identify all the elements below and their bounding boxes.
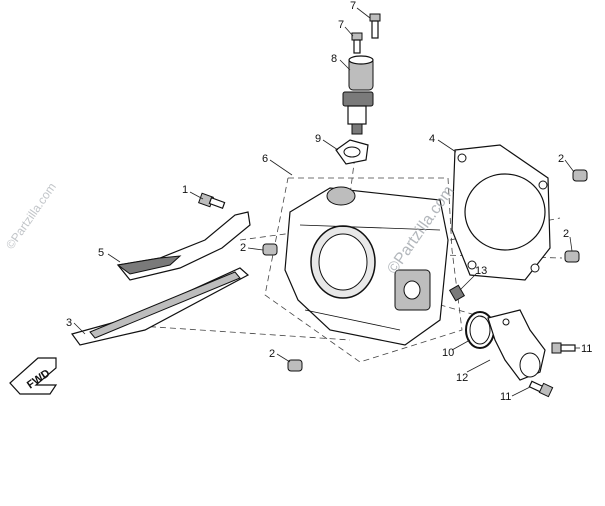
callout-12[interactable]: 12 <box>456 372 468 384</box>
bolt-11-lower[interactable] <box>528 380 554 398</box>
callout-2-a[interactable]: 2 <box>558 153 564 165</box>
leader-lines <box>73 7 580 397</box>
callout-1[interactable]: 1 <box>182 184 188 196</box>
callout-5[interactable]: 5 <box>98 247 104 259</box>
callout-2-b[interactable]: 2 <box>240 242 246 254</box>
callout-11-upper[interactable]: 11 <box>581 343 592 355</box>
callout-2-c[interactable]: 2 <box>563 228 569 240</box>
callout-labels: 7 7 8 9 6 4 2 1 2 5 2 13 3 2 10 11 12 11 <box>66 0 592 403</box>
callout-13[interactable]: 13 <box>475 265 487 277</box>
callout-7-upper[interactable]: 7 <box>350 0 356 12</box>
callout-2-d[interactable]: 2 <box>269 348 275 360</box>
cam-chain-guide[interactable] <box>116 211 251 281</box>
bolt-11-upper[interactable] <box>551 342 576 354</box>
callout-11-lower[interactable]: 11 <box>500 391 511 403</box>
cylinder-block[interactable] <box>284 186 449 346</box>
callout-4[interactable]: 4 <box>429 133 435 145</box>
callout-7-lower[interactable]: 7 <box>338 19 344 31</box>
tensioner-gasket[interactable] <box>335 139 369 165</box>
watermark-left: ©Partzilla.com <box>3 180 59 252</box>
callout-9[interactable]: 9 <box>315 133 321 145</box>
callout-3[interactable]: 3 <box>66 317 72 329</box>
callout-10[interactable]: 10 <box>442 347 454 359</box>
cam-chain-tensioner-guide[interactable] <box>71 267 250 346</box>
water-joint[interactable] <box>487 309 546 381</box>
stud-bolt[interactable] <box>448 284 466 302</box>
bolt-7-upper[interactable] <box>369 13 381 39</box>
cam-chain-tensioner[interactable] <box>342 55 374 135</box>
cylinder-gasket[interactable] <box>451 144 551 281</box>
dowel-pin-1[interactable] <box>262 243 278 256</box>
bolt-7-lower[interactable] <box>351 32 363 54</box>
dowel-pin-4[interactable] <box>287 359 303 372</box>
dowel-pin-3[interactable] <box>564 250 580 263</box>
guide-bolt[interactable] <box>198 192 226 209</box>
forward-arrow-icon: FWD <box>9 357 58 395</box>
callout-6[interactable]: 6 <box>262 153 268 165</box>
callout-8[interactable]: 8 <box>331 53 337 65</box>
dowel-pin-2[interactable] <box>572 169 588 182</box>
